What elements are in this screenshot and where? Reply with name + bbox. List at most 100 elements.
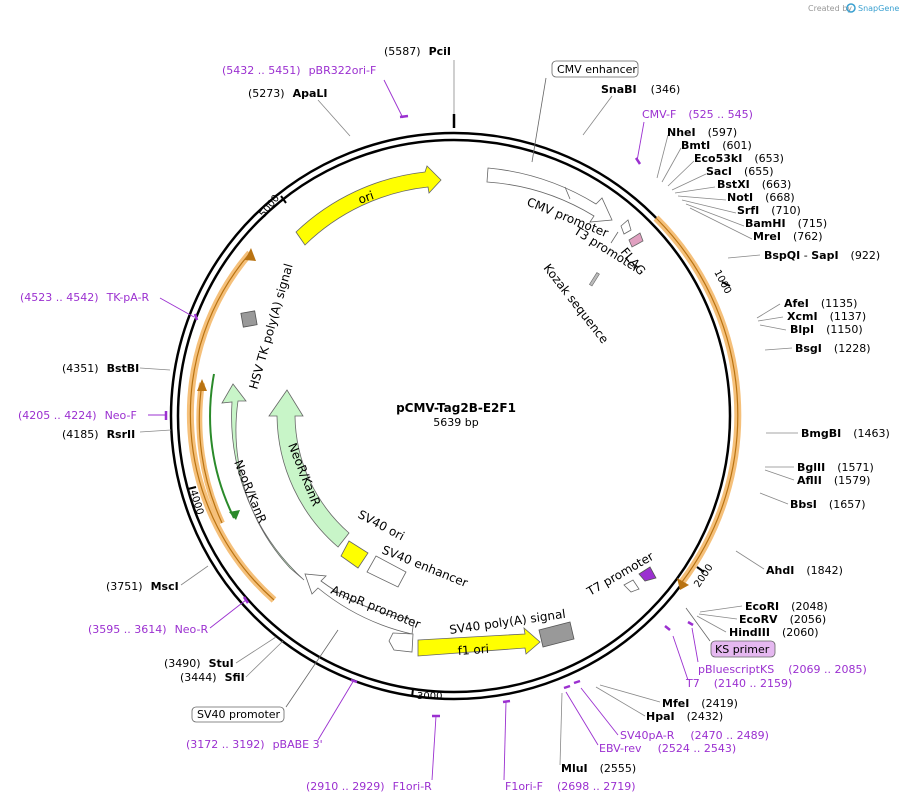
leader-mrei [689, 207, 753, 240]
site-pcil[interactable]: (5587)PciI [384, 45, 451, 58]
site-msci-pos: (3751) [106, 580, 143, 593]
cmv-enhancer-label: CMV enhancer [557, 63, 637, 76]
primer-neor[interactable]: (3595 .. 3614)Neo-R [88, 623, 208, 636]
site-xcmi-pos: (1137) [830, 310, 867, 323]
leader-bamhi [685, 203, 745, 227]
site-sfii-pos: (3444) [180, 671, 217, 684]
leader-srfi [681, 199, 737, 214]
site-bspqi[interactable]: BspQI - SapI(922) [764, 249, 880, 262]
site-hpai-name: HpaI [646, 710, 675, 723]
site-bamhi[interactable]: BamHI(715) [745, 217, 827, 230]
primer-t7-name: T7 [685, 677, 700, 690]
site-msci[interactable]: (3751)MscI [106, 580, 179, 593]
plasmid-name: pCMV-Tag2B-E2F1 [396, 401, 516, 415]
leader-bsgi [764, 347, 793, 351]
sv40-ori-box [340, 540, 369, 569]
orange-feature-arrow-inner [197, 379, 207, 391]
primer-t7-range: (2140 .. 2159) [714, 677, 793, 690]
orange-feature-arrow-left [245, 248, 256, 261]
primer-leader-cmvf [636, 121, 645, 162]
site-pcil-pos: (5587) [384, 45, 421, 58]
primer-pbr322[interactable]: (5432 .. 5451)pBR322ori-F [222, 64, 376, 77]
leader-bstbi [139, 367, 171, 371]
site-hpai-pos: (2432) [687, 710, 724, 723]
site-bmgbi[interactable]: BmgBI(1463) [801, 427, 890, 440]
site-apali[interactable]: (5273)ApaLI [248, 87, 328, 100]
primer-ebvrev[interactable]: EBV-rev(2524 .. 2543) [599, 742, 736, 755]
site-bmti[interactable]: BmtI(601) [681, 139, 752, 152]
leader-mlui [559, 692, 563, 766]
primer-t7[interactable]: T7 (2140 .. 2159) [685, 677, 792, 690]
site-stui[interactable]: (3490)StuI [164, 657, 234, 670]
primer-neof[interactable]: (4205 .. 4224)Neo-F [18, 409, 137, 422]
site-eco53ki[interactable]: Eco53kI(653) [694, 152, 784, 165]
site-bglii[interactable]: BglII(1571) [797, 461, 874, 474]
site-apali-pos: (5273) [248, 87, 285, 100]
site-hpai[interactable]: HpaI (2432) [646, 710, 723, 723]
site-bbsi[interactable]: BbsI(1657) [790, 498, 865, 511]
site-eco53ki-name: Eco53kI [694, 152, 742, 165]
primer-ebvrev-range: (2524 .. 2543) [658, 742, 737, 755]
site-rsrii-name: RsrII [107, 428, 136, 441]
site-ecorv[interactable]: EcoRV(2056) [739, 613, 826, 626]
site-rsrii[interactable]: (4185)RsrII [62, 428, 135, 441]
primer-leader-lines [148, 79, 699, 781]
site-xcmi-name: XcmI [787, 310, 818, 323]
site-bstxi[interactable]: BstXI(663) [717, 178, 791, 191]
primer-mark-sv40par [573, 679, 581, 685]
primer-f1orir[interactable]: (2910 .. 2929)F1ori-R [306, 780, 432, 793]
site-stui-name: StuI [209, 657, 234, 670]
site-ahdi[interactable]: AhdI(1842) [766, 564, 843, 577]
neor-inner-feature: NeoR/KanR [268, 389, 350, 548]
sv40-enhancer-box [366, 555, 407, 588]
primer-cmvf[interactable]: CMV-F(525 .. 545) [642, 108, 753, 121]
site-blpi[interactable]: BlpI(1150) [790, 323, 863, 336]
site-saci[interactable]: SacI(655) [706, 165, 774, 178]
site-bstbi[interactable]: (4351)BstBI [62, 362, 139, 375]
site-noti[interactable]: NotI(668) [727, 191, 795, 204]
site-aflii[interactable]: AflII(1579) [797, 474, 870, 487]
leader-hindiii [696, 615, 727, 633]
site-mlui[interactable]: MluI(2555) [561, 762, 636, 775]
primer-mark-pbabe [350, 678, 358, 684]
leader-mfei [599, 684, 661, 703]
site-mrei[interactable]: MreI(762) [753, 230, 823, 243]
leader-msci [180, 565, 209, 586]
site-xcmi[interactable]: XcmI (1137) [787, 310, 866, 323]
site-sfii[interactable]: (3444) SfiI [180, 671, 245, 684]
site-mfei[interactable]: MfeI(2419) [662, 697, 738, 710]
ks-primer-leader [685, 607, 711, 642]
primer-tkpa[interactable]: (4523 .. 4542)TK-pA-R [20, 291, 150, 304]
neo-primer-arrow [229, 510, 240, 520]
t3-leader [610, 231, 619, 244]
site-afei[interactable]: AfeI(1135) [784, 297, 857, 310]
leader-stui [235, 636, 277, 664]
primer-pbluescript[interactable]: pBluescriptKS(2069 .. 2085) [698, 663, 867, 676]
site-snabi[interactable]: SnaBI(346) [601, 83, 680, 96]
hsv-tk-marker [240, 310, 258, 328]
primer-leader-ebvrev [565, 691, 599, 746]
primer-leader-t7 [672, 635, 689, 681]
primer-mark-t7 [687, 620, 694, 627]
leader-bmti [661, 147, 682, 183]
site-hindiii[interactable]: HindIII(2060) [729, 626, 819, 639]
primer-pbabe[interactable]: (3172 .. 3192)pBABE 3' [186, 738, 323, 751]
f1-ori-arrow [417, 626, 541, 657]
neo-primer-line [209, 373, 235, 519]
site-blpi-pos: (1150) [826, 323, 863, 336]
primer-f1orif[interactable]: F1ori-F(2698 .. 2719) [505, 780, 636, 793]
leader-apali [317, 99, 351, 137]
site-noti-name: NotI [727, 191, 753, 204]
site-bsgi[interactable]: BsgI(1228) [795, 342, 870, 355]
primer-mark-ebvrev [563, 684, 571, 690]
leader-eco53ki [667, 160, 695, 187]
leader-sfii [245, 640, 284, 678]
site-nhei[interactable]: NheI(597) [667, 126, 737, 139]
site-srfi[interactable]: SrfI(710) [737, 204, 801, 217]
site-sfii-name: SfiI [225, 671, 245, 684]
site-nhei-pos: (597) [708, 126, 738, 139]
site-ahdi-pos: (1842) [806, 564, 843, 577]
primer-sv40par[interactable]: SV40pA-R(2470 .. 2489) [620, 729, 769, 742]
site-ecori[interactable]: EcoRI(2048) [745, 600, 828, 613]
site-labels: (5587)PciI SnaBI(346) (5273)ApaLI NheI(5… [62, 45, 890, 775]
